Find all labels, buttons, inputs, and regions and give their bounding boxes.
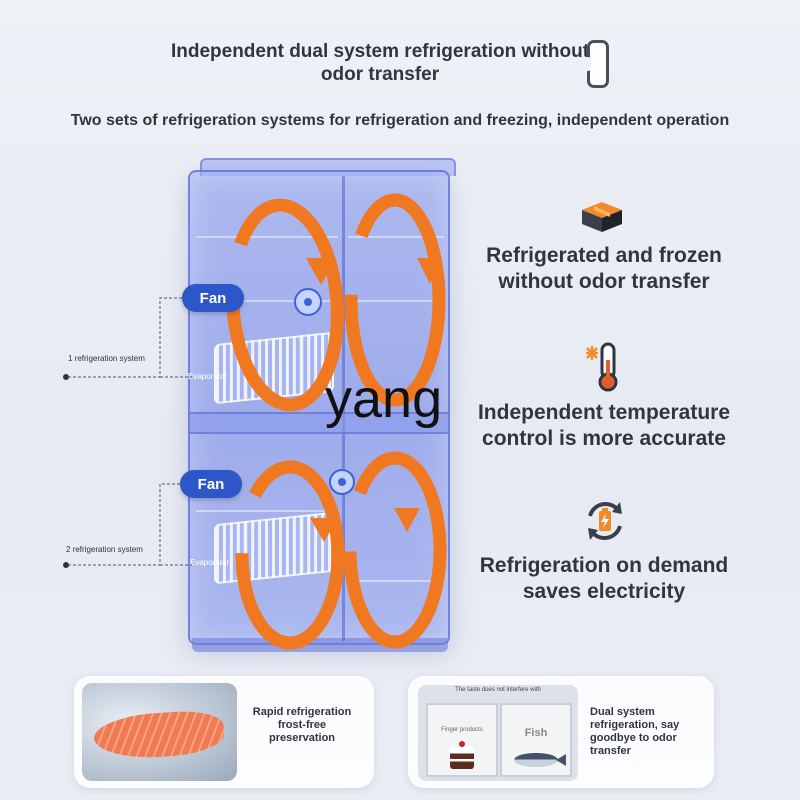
fan-label-bottom: Fan — [180, 470, 242, 498]
system2-connector — [68, 483, 182, 566]
page-subtitle: Two sets of refrigeration systems for re… — [70, 112, 730, 129]
cake-icon — [450, 741, 474, 769]
airflow-loop — [343, 451, 447, 649]
evaporator-bottom-label: Evaporator — [190, 558, 230, 567]
system2-label: 2 refrigeration system — [66, 545, 143, 554]
shelf — [196, 510, 338, 512]
fan-icon — [294, 288, 322, 316]
feature-text-1: Refrigerated and frozen without odor tra… — [486, 244, 722, 293]
airflow-loop — [235, 460, 345, 650]
airflow-arrowhead — [394, 508, 420, 532]
thermometer-snowflake-icon — [586, 342, 618, 392]
airflow-arrowhead — [310, 518, 338, 542]
page-title: Independent dual system refrigeration wi… — [170, 41, 590, 85]
fan-label-top: Fan — [182, 284, 244, 312]
compartment-right-label: Fish — [524, 727, 548, 739]
compartment-left-label: Finger products — [441, 727, 483, 733]
watermark: yang — [325, 369, 443, 429]
shelf — [348, 580, 444, 582]
salmon-image — [82, 683, 237, 781]
fridge-divider-vertical — [342, 176, 345, 641]
card-text-1: Rapid refrigeration frost-free preservat… — [252, 706, 352, 744]
battery-cycle-icon — [588, 502, 622, 540]
taste-image: The taste does not interfere with Finger… — [418, 685, 578, 781]
compartment-left: Finger products — [426, 703, 498, 777]
system1-dot — [63, 374, 69, 380]
fish-icon — [514, 753, 566, 767]
fridge-divider-horizontal — [190, 412, 448, 434]
salmon-fillet — [92, 708, 226, 762]
door-seal-icon — [583, 40, 609, 88]
fan-icon — [329, 469, 355, 495]
system2-dot — [63, 562, 69, 568]
shelf — [348, 236, 444, 238]
taste-image-header: The taste does not interfere with — [455, 687, 541, 693]
shelf — [348, 300, 444, 302]
shelf — [196, 236, 338, 238]
airflow-arrowhead — [417, 258, 442, 284]
feature-text-2: Independent temperature control is more … — [477, 401, 731, 450]
box-icon — [582, 202, 622, 232]
evaporator-top-label: Evaporator — [188, 372, 228, 381]
airflow-arrowhead — [306, 258, 336, 285]
shelf — [196, 300, 338, 302]
airflow-loop — [344, 193, 446, 407]
system1-label: 1 refrigeration system — [68, 354, 145, 363]
card-text-2: Dual system refrigeration, say goodbye t… — [590, 706, 680, 757]
feature-text-3: Refrigeration on demand saves electricit… — [479, 554, 729, 603]
system1-connector — [68, 297, 182, 378]
compartment-right: Fish — [500, 703, 572, 777]
